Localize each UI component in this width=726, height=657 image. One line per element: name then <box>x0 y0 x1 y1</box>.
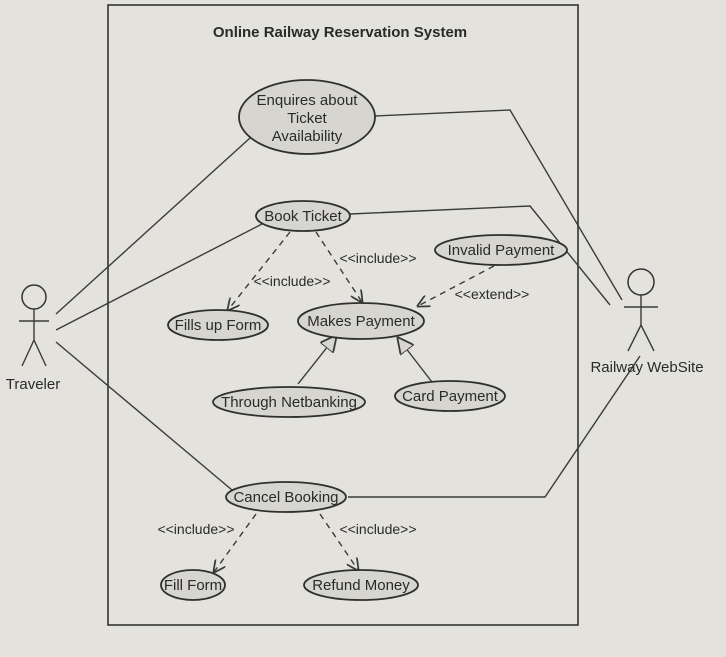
actor-web-head <box>627 268 655 296</box>
generalization-card <box>398 338 433 383</box>
label-include-book-form: <<include>> <box>253 273 330 289</box>
use-case-cancel-booking: Cancel Booking <box>225 481 347 513</box>
svg-text:Cancel Booking: Cancel Booking <box>233 489 338 506</box>
include-book-fillsupform <box>228 231 291 310</box>
use-case-card-payment: Card Payment <box>394 380 506 412</box>
assoc-traveler-cancel <box>55 341 233 491</box>
system-title: Online Railway Reservation System <box>213 24 467 41</box>
assoc-web-enquiry <box>374 109 623 301</box>
label-include-book-pay: <<include>> <box>339 250 416 266</box>
assoc-traveler-book <box>55 223 263 331</box>
use-case-book-ticket: Book Ticket <box>255 200 351 232</box>
label-include-cancel-refund: <<include>> <box>339 521 416 537</box>
include-cancel-refund <box>319 513 358 570</box>
actor-railway-website-label: Railway WebSite <box>590 359 703 376</box>
system-boundary <box>107 4 579 626</box>
include-book-makespayment <box>315 231 362 302</box>
assoc-web-book <box>349 205 611 306</box>
actor-traveler-label: Traveler <box>6 376 60 393</box>
extend-invalid-makespayment <box>418 265 495 306</box>
use-case-fill-form: Fill Form <box>160 569 226 601</box>
svg-text:Refund Money: Refund Money <box>312 577 410 594</box>
label-extend-invalid: <<extend>> <box>455 286 530 302</box>
svg-text:Invalid Payment: Invalid Payment <box>448 242 556 259</box>
svg-text:Card Payment: Card Payment <box>402 388 499 405</box>
use-case-makes-payment: Makes Payment <box>297 302 425 340</box>
generalization-netbanking <box>297 336 336 385</box>
assoc-web-cancel <box>348 355 641 498</box>
svg-text:Through Netbanking: Through Netbanking <box>221 394 357 411</box>
actor-traveler-head <box>21 284 47 310</box>
svg-text:Book Ticket: Book Ticket <box>264 208 342 225</box>
use-case-enquiry: Enquires about Ticket Availability <box>238 79 376 155</box>
use-case-refund-money: Refund Money <box>303 569 419 601</box>
label-include-cancel-fill: <<include>> <box>157 521 234 537</box>
include-cancel-fillform <box>214 513 257 572</box>
svg-text:Enquires about: Enquires about <box>257 92 359 109</box>
svg-text:Fill Form: Fill Form <box>164 577 222 594</box>
actor-railway-website <box>624 268 658 352</box>
svg-text:Makes Payment: Makes Payment <box>307 313 415 330</box>
use-case-through-netbanking: Through Netbanking <box>212 386 366 418</box>
svg-text:Availability: Availability <box>272 128 343 145</box>
assoc-traveler-enquiry <box>55 137 251 315</box>
use-case-invalid-payment: Invalid Payment <box>434 234 568 266</box>
use-case-fills-up-form: Fills up Form <box>167 309 269 341</box>
svg-text:Fills up Form: Fills up Form <box>175 317 262 334</box>
svg-text:Ticket: Ticket <box>287 110 327 127</box>
actor-traveler <box>19 284 49 367</box>
